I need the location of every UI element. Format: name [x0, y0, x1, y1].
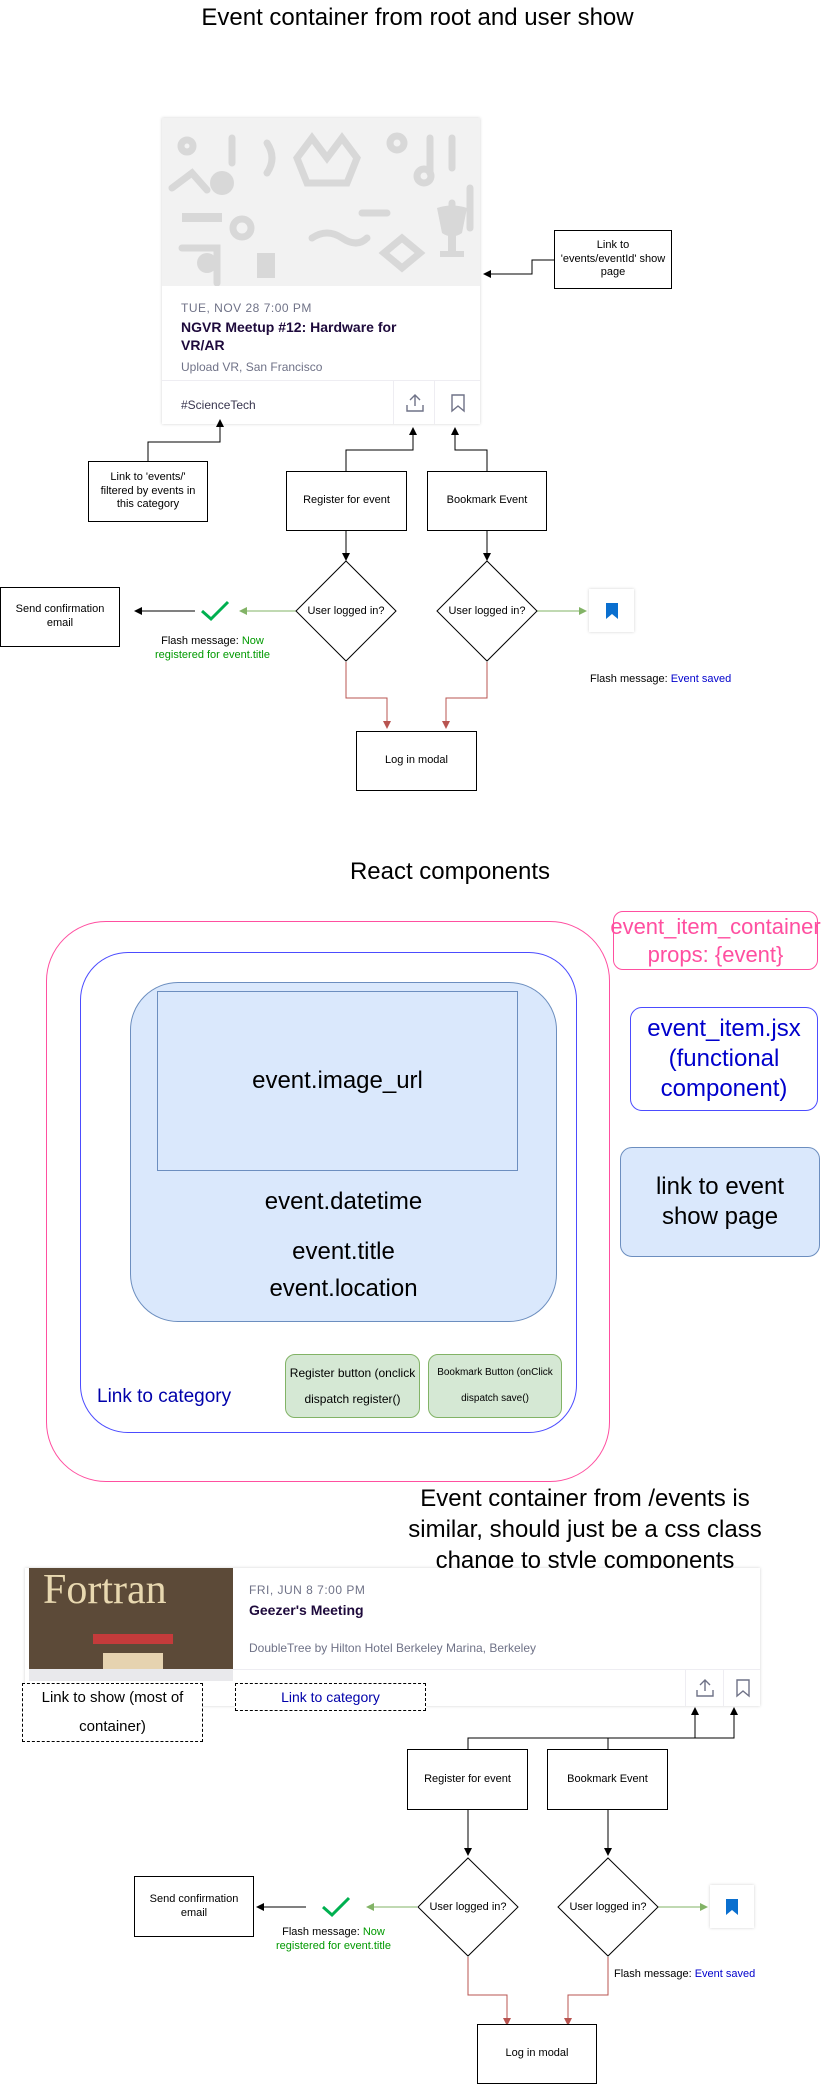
bookmark-filled-icon	[726, 1898, 738, 1915]
flash-register-message: Flash message: Now registered for event.…	[155, 635, 270, 662]
flash-register-message-2: Flash message: Now registered for event.…	[276, 1926, 391, 1953]
card-footer-divider	[162, 380, 480, 381]
event-title[interactable]: NGVR Meetup #12: Hardware for VR/AR	[181, 319, 397, 354]
bookmark-saved-indicator	[589, 589, 634, 632]
register-for-event-box: Register for event	[286, 471, 407, 531]
card-footer-divider-2	[233, 1669, 760, 1670]
event-location-label: event.location	[269, 1275, 418, 1302]
event-card-root[interactable]: TUE, NOV 28 7:00 PM NGVR Meetup #12: Har…	[162, 118, 480, 424]
login-modal-box: Log in modal	[356, 731, 477, 791]
category-link-label: Link to category	[97, 1386, 232, 1407]
show-link-dashed: Link to show (most of container)	[22, 1683, 203, 1742]
category-link-dashed: Link to category	[235, 1683, 426, 1711]
decision-left-label-2: User logged in?	[429, 1901, 507, 1913]
decision-left-label: User logged in?	[307, 605, 385, 617]
show-link-note: Link to 'events/eventId' show page	[554, 230, 672, 289]
send-confirmation-email-box: Send confirmation email	[0, 587, 120, 647]
register-for-event-box-2: Register for event	[407, 1749, 528, 1810]
event-image-url-box: event.image_url	[157, 991, 518, 1171]
share-icon	[696, 1679, 714, 1697]
decision-right-label-2: User logged in?	[569, 1901, 647, 1913]
login-modal-box-2: Log in modal	[477, 2024, 597, 2084]
section1-heading: Event container from root and user show	[201, 4, 634, 31]
share-button[interactable]	[393, 381, 435, 424]
bookmark-outline-icon	[451, 393, 465, 412]
share-icon	[405, 393, 424, 412]
event-datetime-label: event.datetime	[264, 1188, 423, 1215]
bookmark-button-2[interactable]	[723, 1670, 761, 1706]
event-title-label: event.title	[292, 1238, 395, 1265]
event-image-placeholder	[162, 118, 480, 286]
bookmark-button[interactable]	[434, 381, 481, 424]
checkmark-icon	[198, 594, 232, 628]
event-location-2: DoubleTree by Hilton Hotel Berkeley Mari…	[249, 1641, 537, 1655]
event-link-area	[130, 982, 557, 1322]
event-item-jsx-outline	[80, 952, 577, 1433]
thumbnail-shadow	[29, 1669, 233, 1681]
event-title-2[interactable]: Geezer's Meeting	[249, 1602, 364, 1618]
pattern-icon	[168, 132, 474, 286]
category-tag[interactable]: #ScienceTech	[181, 398, 256, 412]
event-date-2: FRI, JUN 8 7:00 PM	[249, 1583, 366, 1597]
thumbnail-blocks	[93, 1634, 173, 1644]
section2-heading: React components	[349, 858, 551, 885]
legend-event-item-jsx: event_item.jsx (functional component)	[630, 1007, 818, 1111]
share-button-2[interactable]	[685, 1670, 724, 1706]
decision-right-label: User logged in?	[448, 605, 526, 617]
bookmark-event-box: Bookmark Event	[427, 471, 547, 531]
event-location: Upload VR, San Francisco	[181, 360, 323, 374]
bookmark-saved-indicator-2	[710, 1885, 754, 1928]
flash-saved-message-2: Flash message: Event saved	[614, 1968, 756, 1980]
event-date: TUE, NOV 28 7:00 PM	[181, 301, 312, 315]
checkmark-icon-2	[319, 1890, 353, 1924]
send-confirmation-email-box-2: Send confirmation email	[134, 1876, 254, 1937]
category-link-note: Link to 'events/' filtered by events in …	[88, 461, 208, 522]
flash-saved-message: Flash message: Event saved	[590, 673, 732, 685]
legend-link-to-event: link to event show page	[620, 1147, 820, 1257]
bookmark-filled-icon	[605, 602, 618, 619]
event-thumbnail: Fortran	[29, 1568, 233, 1669]
thumbnail-blocks-2	[103, 1653, 163, 1669]
thumbnail-text: Fortran	[43, 1568, 167, 1613]
bookmark-event-box-2: Bookmark Event	[547, 1749, 668, 1810]
event-item-container-outline	[46, 921, 610, 1482]
bookmark-outline-icon	[735, 1679, 750, 1698]
